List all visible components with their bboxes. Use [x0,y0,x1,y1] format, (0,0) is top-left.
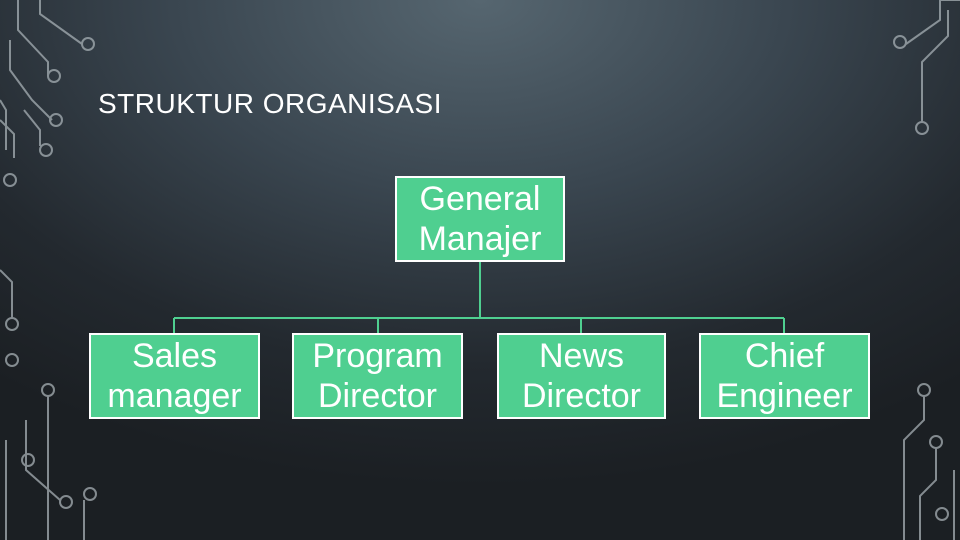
circuit-node [893,35,907,49]
circuit-trace [905,0,960,45]
circuit-trace [919,448,937,540]
circuit-node [935,507,949,521]
circuit-node [41,383,55,397]
circuit-node [3,173,17,187]
circuit-node [915,121,929,135]
circuit-node [59,495,73,509]
org-node-label-line1: Chief [744,337,825,375]
org-node-general-manajer: General Manajer [395,176,565,262]
org-node-news-director: News Director [497,333,666,419]
circuit-trace [921,10,949,122]
circuit-node [83,487,97,501]
org-node-label-line2: Manajer [418,220,542,258]
circuit-trace [0,99,7,150]
circuit-trace [23,109,41,146]
circuit-node [5,317,19,331]
circuit-node [929,435,943,449]
circuit-node [49,113,63,127]
org-node-sales-manager: Sales manager [89,333,260,419]
circuit-trace [17,0,49,76]
circuit-trace [0,269,13,318]
page-title: STRUKTUR ORGANISASI [98,88,442,119]
circuit-trace [0,119,15,158]
org-node-label-line2: manager [107,377,242,415]
circuit-trace [39,0,83,45]
circuit-node [39,143,53,157]
circuit-node [21,453,35,467]
org-node-label-line1: Program [312,337,443,375]
circuit-node [5,353,19,367]
circuit-node [47,69,61,83]
org-node-label-line2: Director [317,377,438,415]
org-node-label-line1: Sales [131,337,218,375]
org-node-label-line1: News [538,337,625,375]
org-node-program-director: Program Director [292,333,463,419]
circuit-trace [9,40,53,121]
org-node-label-line2: Engineer [716,377,853,415]
org-node-chief-engineer: Chief Engineer [699,333,870,419]
circuit-node [81,37,95,51]
circuit-trace [903,396,925,540]
org-node-label-line1: General [419,180,541,218]
org-node-label-line2: Director [521,377,642,415]
circuit-node [917,383,931,397]
circuit-trace [25,420,61,501]
